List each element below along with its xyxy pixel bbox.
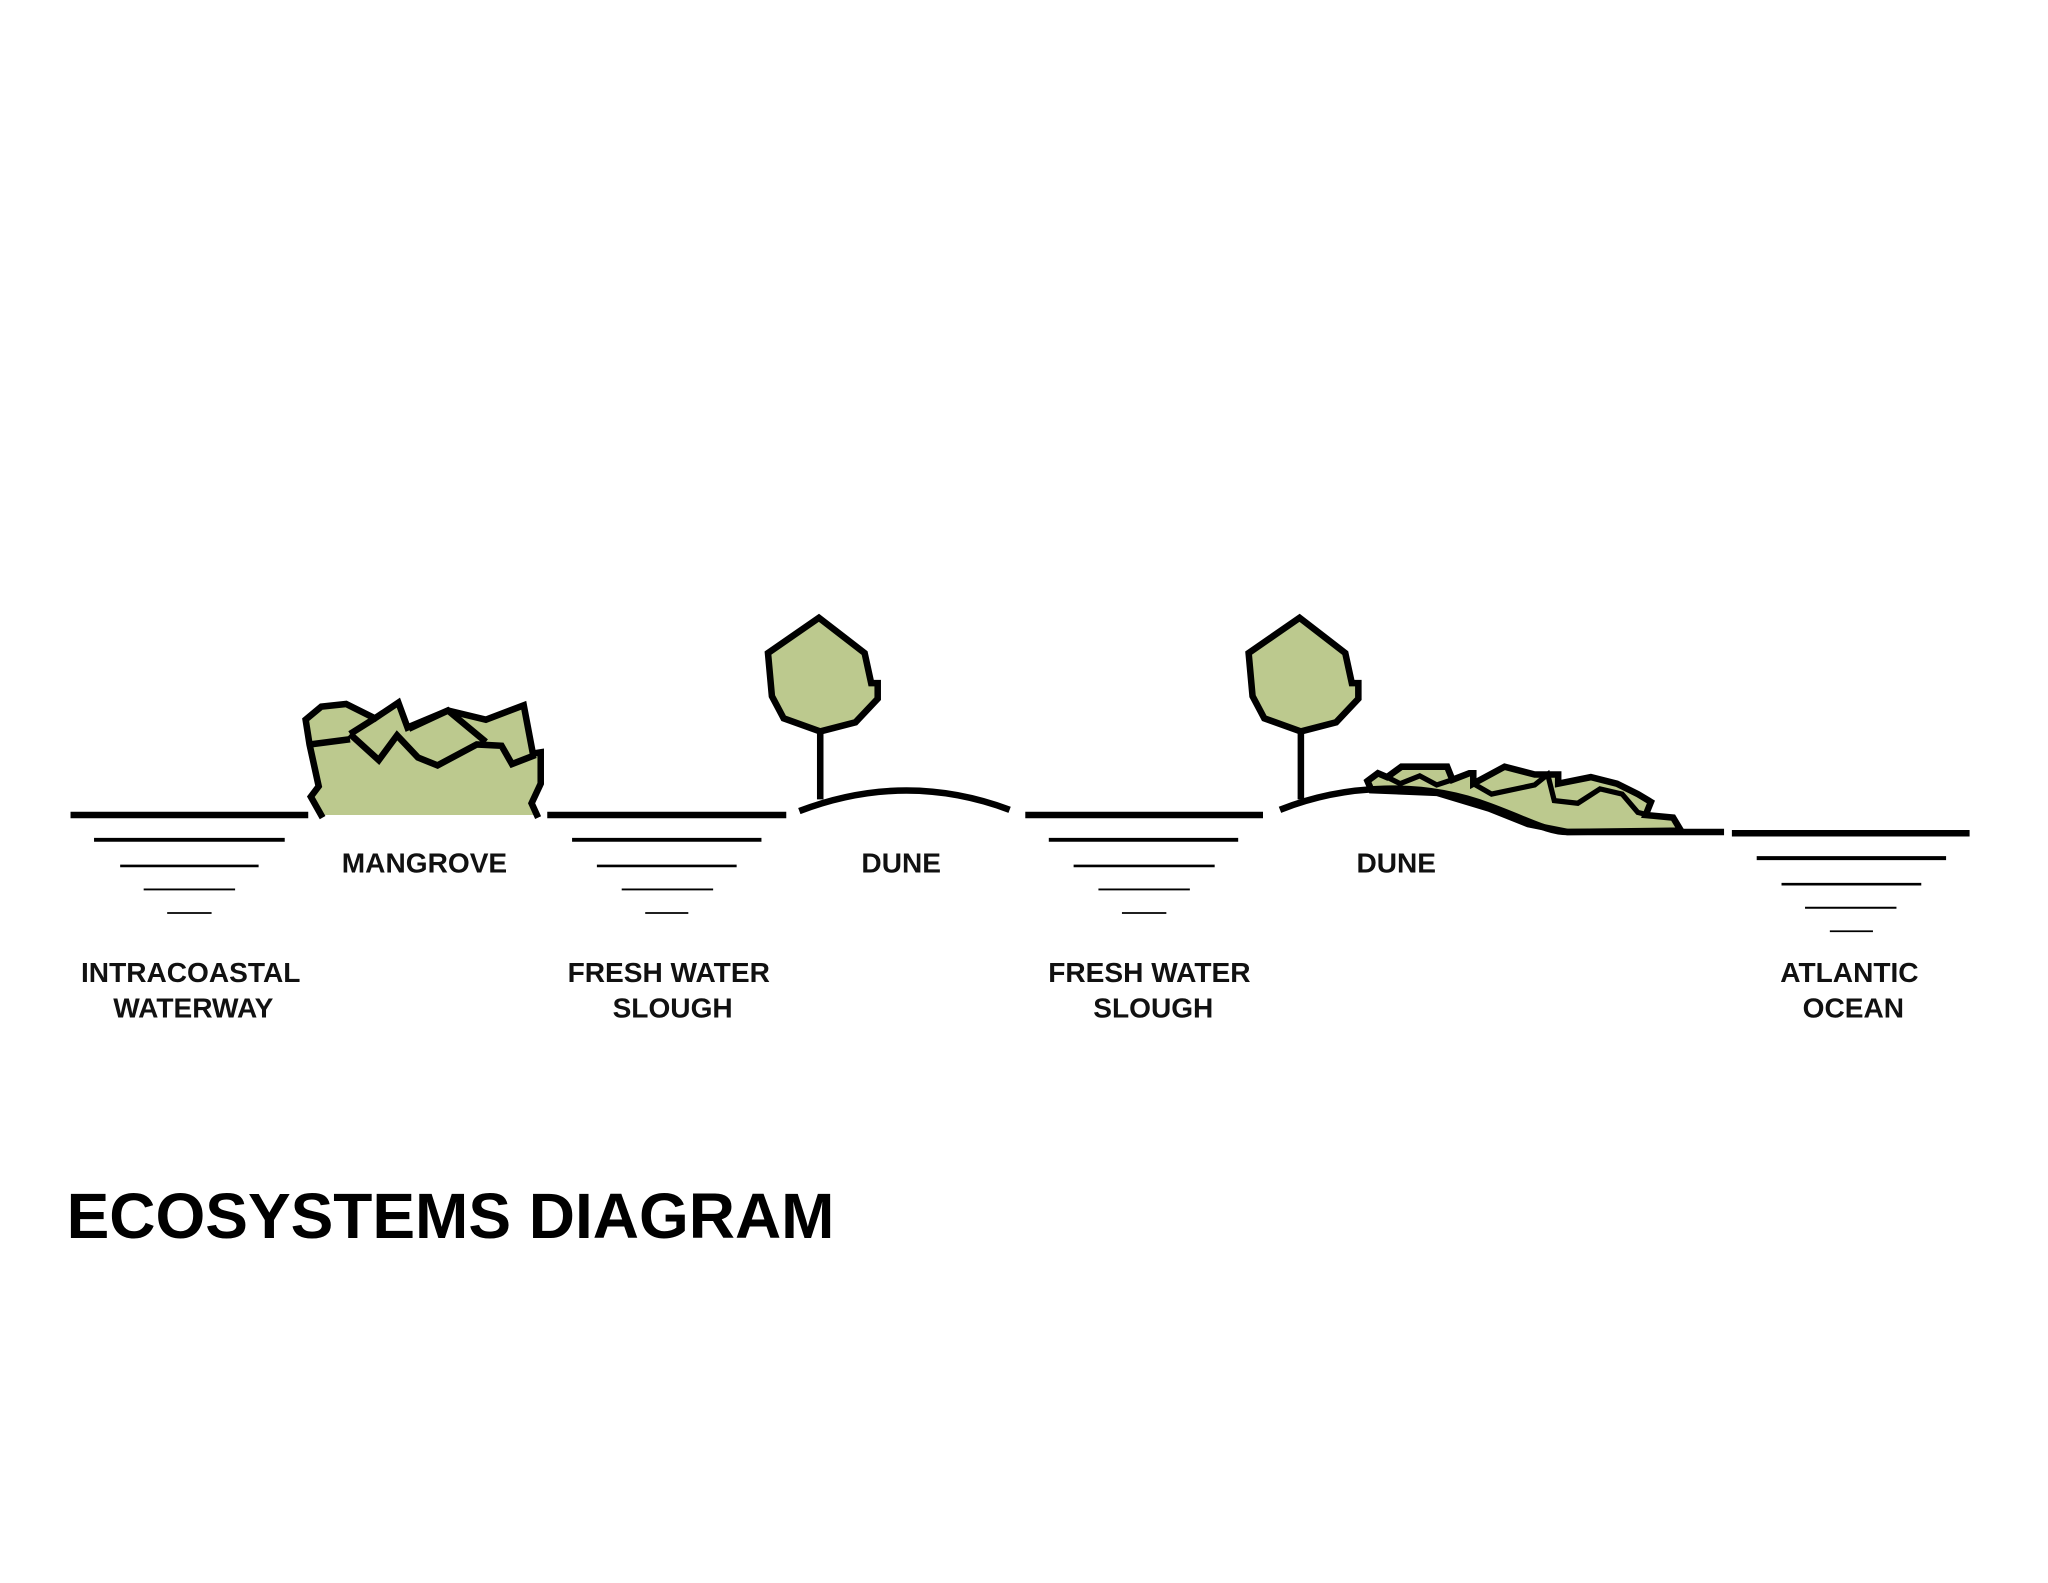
mangrove-icon (302, 697, 544, 820)
zone-label: FRESH WATER (1048, 957, 1250, 988)
fresh-water-slough-2: FRESH WATER SLOUGH (1025, 811, 1263, 1023)
zone-label: OCEAN (1803, 992, 1904, 1023)
zone-label: DUNE (1356, 847, 1436, 878)
zone-label: WATERWAY (113, 992, 273, 1023)
page-title: ECOSYSTEMS DIAGRAM (67, 1180, 835, 1252)
mangrove-branch (309, 736, 351, 748)
zone-label: SLOUGH (1093, 992, 1213, 1023)
zone-label: ATLANTIC (1780, 957, 1918, 988)
zone-label: SLOUGH (613, 992, 733, 1023)
zone-label: DUNE (861, 847, 941, 878)
shrub-branch (1385, 772, 1454, 788)
atlantic-ocean: ATLANTIC OCEAN (1731, 830, 1970, 1023)
zone-label: FRESH WATER (568, 957, 770, 988)
fresh-water-slough-1: FRESH WATER SLOUGH (547, 811, 787, 1023)
dune-mound (798, 787, 1011, 815)
zone-label: MANGROVE (342, 847, 507, 878)
intracoastal-waterway: INTRACOASTAL WATERWAY (70, 811, 309, 1023)
mangrove-branch (348, 715, 377, 737)
zone-label: INTRACOASTAL (81, 957, 300, 988)
mangrove: MANGROVE (302, 697, 544, 878)
tree-icon (764, 613, 881, 735)
dune-mound (1278, 785, 1725, 836)
dune-2: DUNE (1245, 613, 1725, 878)
mangrove-branch (407, 706, 488, 745)
dune-1: DUNE (764, 613, 1011, 878)
mangrove-branch (347, 730, 537, 769)
shrub-branch (1471, 769, 1649, 818)
tree-icon (1245, 613, 1362, 735)
